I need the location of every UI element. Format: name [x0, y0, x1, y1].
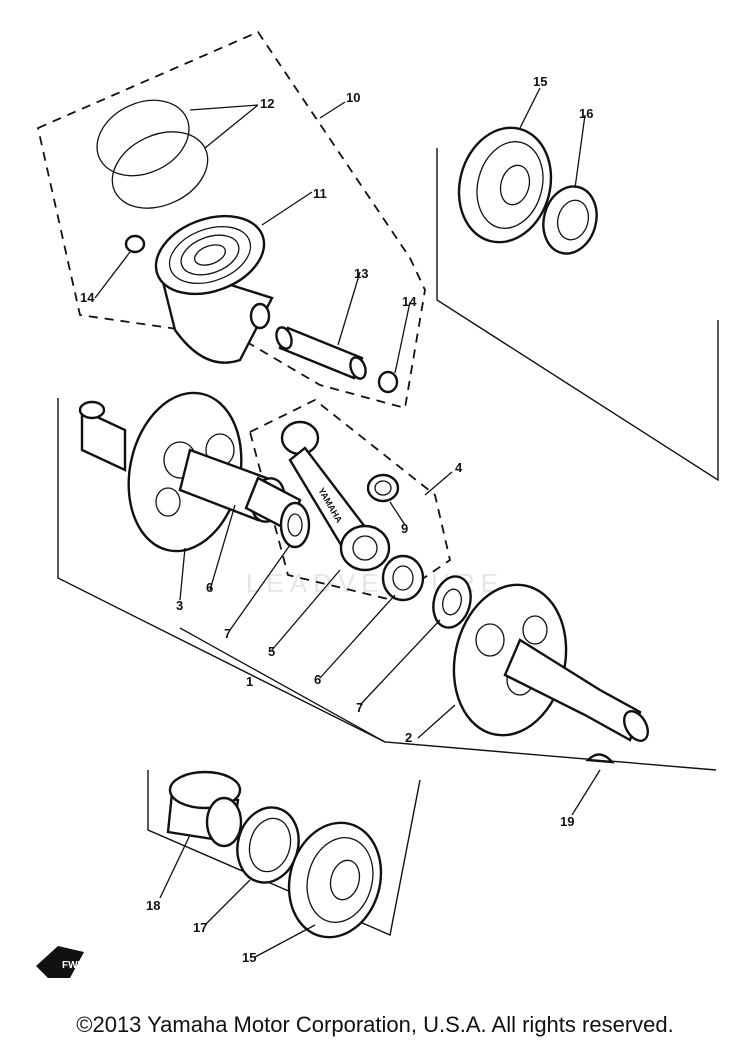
upper-bearing-frame: [436, 148, 719, 482]
callout-1: 1: [246, 674, 253, 689]
small-end-bearing[interactable]: [366, 473, 400, 503]
callout-13: 13: [354, 266, 368, 281]
forward-badge-text: FWD: [62, 960, 85, 971]
callout-18: 18: [146, 898, 160, 913]
callout-9: 9: [401, 521, 408, 536]
callout-10: 10: [346, 90, 360, 105]
circlip-right[interactable]: [377, 370, 399, 394]
big-end-bearing[interactable]: [381, 554, 425, 602]
woodruff-key[interactable]: [585, 753, 615, 764]
callout-17: 17: [193, 920, 207, 935]
crank-assembly-frame: [57, 398, 717, 771]
crankshaft-piston-exploded-diagram: LEADVENTURE: [36, 30, 719, 978]
callout-19: 19: [560, 814, 574, 829]
thrust-washer-right[interactable]: [428, 572, 476, 632]
callout-7-right: 7: [356, 700, 363, 715]
piston[interactable]: [145, 202, 275, 364]
callout-12: 12: [260, 96, 274, 111]
copyright-notice: ©2013 Yamaha Motor Corporation, U.S.A. A…: [76, 1012, 674, 1037]
callout-5: 5: [268, 644, 275, 659]
callout-4: 4: [455, 460, 463, 475]
callout-6-right: 6: [314, 672, 321, 687]
callout-15-upper: 15: [533, 74, 547, 89]
forward-arrow-icon: FWD: [36, 946, 85, 978]
oil-seal-upper[interactable]: [536, 180, 604, 259]
piston-pin[interactable]: [274, 325, 369, 380]
bearing-lower[interactable]: [277, 812, 394, 947]
callout-3: 3: [176, 598, 183, 613]
callout-2: 2: [405, 730, 412, 745]
piston-rings[interactable]: [85, 86, 220, 223]
connecting-rod[interactable]: YAMAHA: [280, 420, 391, 572]
callout-15-lower: 15: [242, 950, 256, 965]
callout-14-left: 14: [80, 290, 95, 305]
collar[interactable]: [166, 770, 243, 848]
crank-left-half[interactable]: [78, 382, 289, 561]
bearing-upper[interactable]: [447, 117, 564, 252]
callout-7-left: 7: [224, 626, 231, 641]
circlip-left[interactable]: [124, 234, 146, 254]
callout-6-left: 6: [206, 580, 213, 595]
callout-16: 16: [579, 106, 593, 121]
leader-lines: [94, 87, 601, 958]
thrust-washer-left[interactable]: [279, 501, 311, 549]
crank-right-half[interactable]: [440, 574, 652, 746]
callout-14-right: 14: [402, 294, 417, 309]
conrod-group-boundary: [248, 398, 452, 601]
callout-11: 11: [313, 186, 327, 201]
